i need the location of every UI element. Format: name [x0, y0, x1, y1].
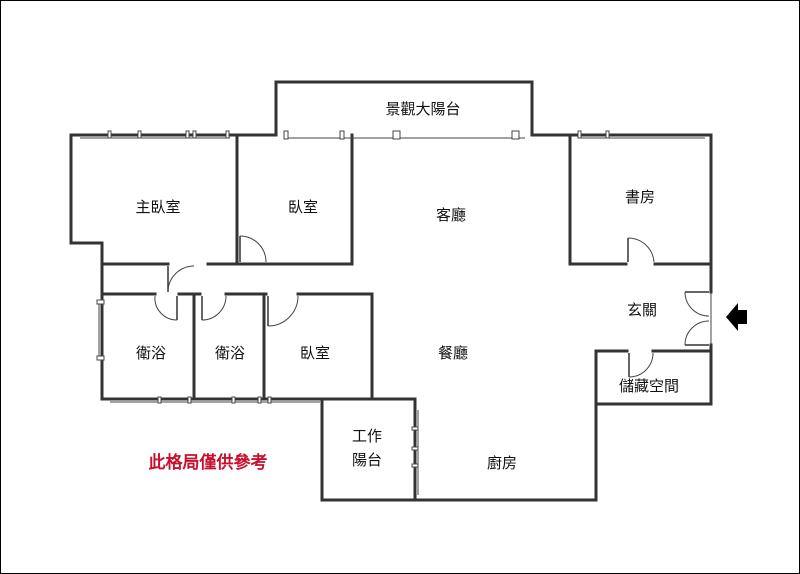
room-storage: 儲藏空間	[619, 377, 679, 395]
disclaimer-note: 此格局僅供參考	[149, 452, 268, 473]
room-utility-balcony-line1: 工作	[352, 427, 382, 445]
room-living: 客廳	[436, 206, 466, 224]
walls	[69, 80, 713, 502]
room-dining: 餐廳	[438, 344, 468, 362]
room-entrance: 玄關	[627, 301, 657, 319]
room-utility-balcony-line2: 陽台	[352, 451, 382, 469]
room-balcony: 景觀大陽台	[385, 100, 460, 118]
arrow-left-icon	[726, 303, 747, 331]
room-labels: 景觀大陽台 主臥室 臥室 客廳 書房 玄關 衛浴 衛浴 臥室 餐廳 儲藏空間 工…	[135, 100, 679, 472]
room-bath-1: 衛浴	[136, 344, 166, 362]
room-study: 書房	[625, 188, 655, 206]
windows	[80, 130, 705, 495]
room-bedroom-1: 臥室	[288, 198, 318, 216]
room-bedroom-2: 臥室	[300, 344, 330, 362]
room-kitchen: 廚房	[487, 454, 517, 472]
room-bath-2: 衛浴	[215, 344, 245, 362]
room-master-bedroom: 主臥室	[135, 198, 180, 216]
doors	[154, 235, 712, 378]
